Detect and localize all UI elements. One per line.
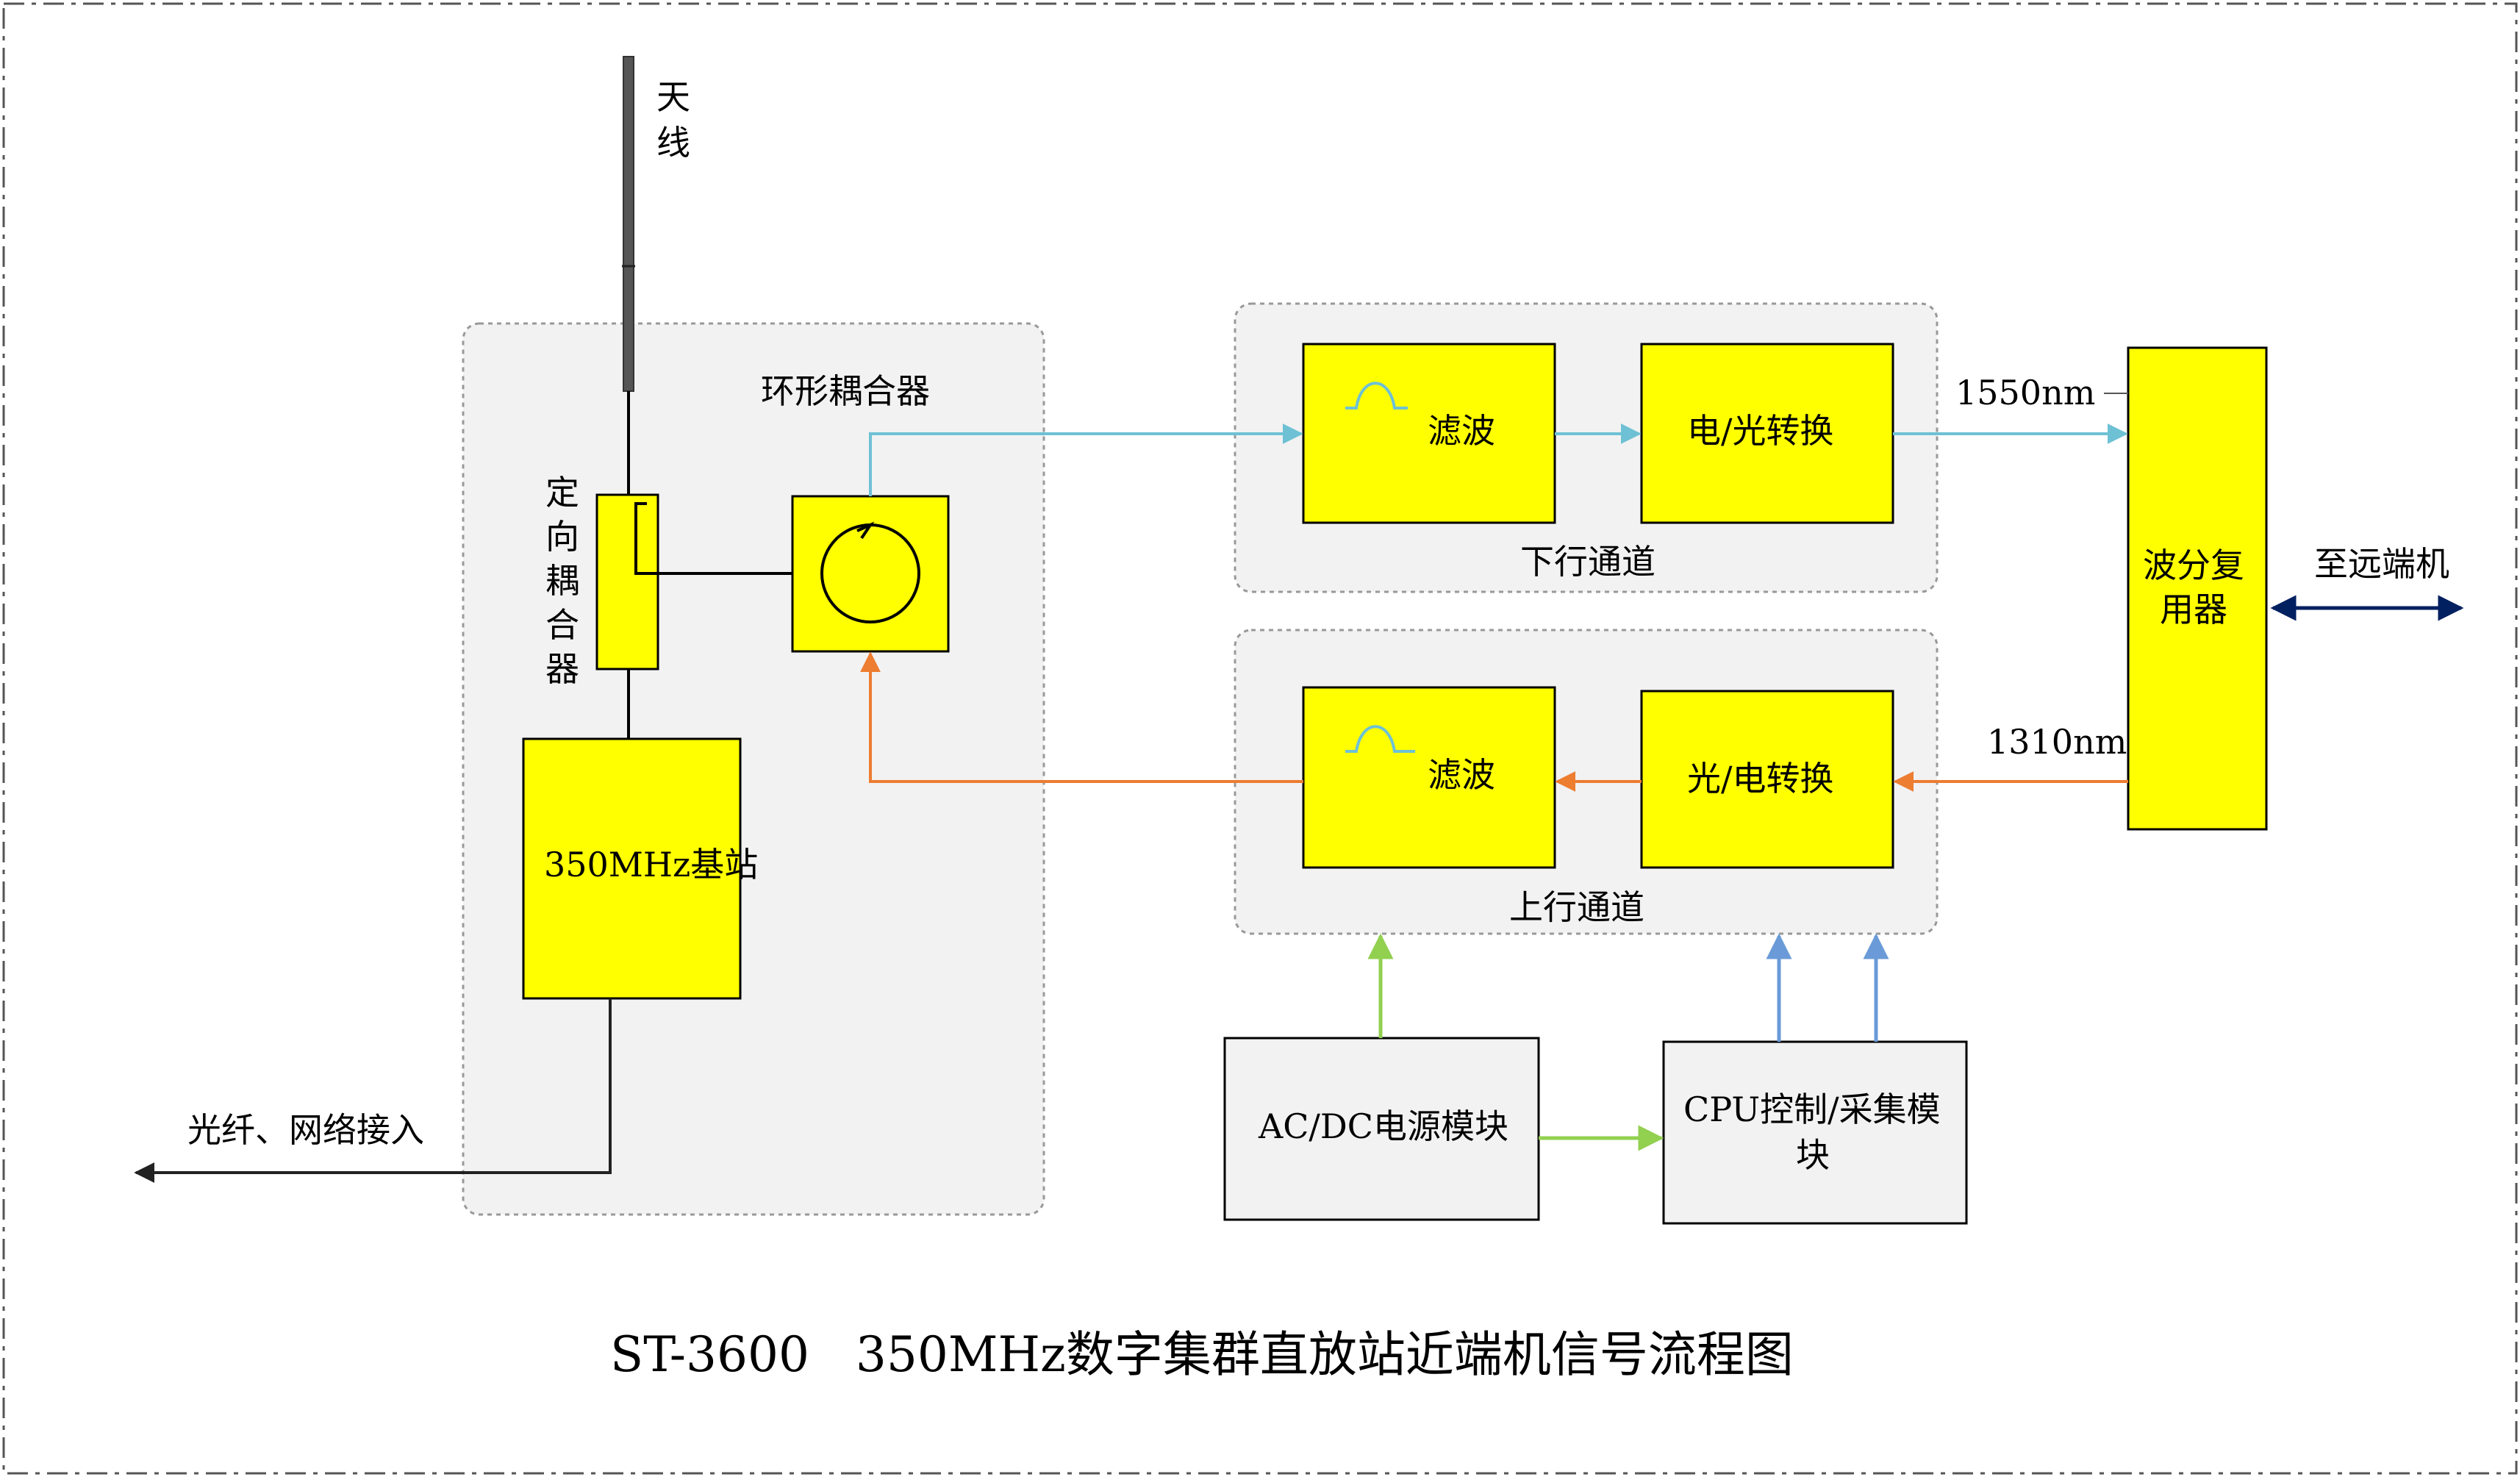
wdm-label-1: 波分复 xyxy=(2143,546,2244,585)
remote-label: 至远端机 xyxy=(2314,544,2449,584)
fiber-access-line xyxy=(134,998,612,1183)
base-station-label: 350MHz基站 xyxy=(544,845,758,884)
cpu-module-label-2: 块 xyxy=(1796,1135,1830,1175)
fiber-access-label: 光纤、网络接入 xyxy=(187,1110,424,1150)
downlink-arrow-circulator-to-filter xyxy=(869,423,1303,496)
antenna-label-1: 天 xyxy=(656,77,690,117)
directional-coupler-label-2: 向 xyxy=(545,517,579,557)
power-module-box xyxy=(1223,1037,1540,1221)
circulator-box xyxy=(791,495,950,653)
directional-coupler-label-5: 器 xyxy=(545,649,579,689)
eo-converter-box xyxy=(1640,343,1894,524)
diagram-title: ST-3600 350MHz数字集群直放站近端机信号流程图 xyxy=(610,1326,1794,1383)
base-station-box xyxy=(522,737,742,1000)
oe-converter-box xyxy=(1640,690,1894,869)
uplink-filter-icon xyxy=(1345,725,1415,753)
circulator-label: 环形耦合器 xyxy=(761,371,930,411)
antenna-label-2: 线 xyxy=(656,123,690,162)
uplink-channel-label: 上行通道 xyxy=(1509,887,1644,927)
uplink-arrow-filter-to-circulator xyxy=(860,651,1303,783)
uplink-wavelength-label: 1310nm xyxy=(1987,722,2127,762)
downlink-filter-label: 滤波 xyxy=(1428,411,1495,451)
oe-converter-label: 光/电转换 xyxy=(1687,759,1834,798)
uplink-filter-box xyxy=(1302,686,1556,869)
directional-coupler-label-3: 耦 xyxy=(545,561,579,601)
downlink-filter-box xyxy=(1302,343,1556,524)
coupler-hook xyxy=(634,502,792,575)
directional-coupler-box xyxy=(595,493,659,670)
downlink-channel-label: 下行通道 xyxy=(1520,542,1655,582)
antenna-icon xyxy=(623,56,634,392)
eo-converter-label: 电/光转换 xyxy=(1687,411,1834,451)
power-module-label: AC/DC电源模块 xyxy=(1258,1106,1508,1146)
uplink-filter-label: 滤波 xyxy=(1428,755,1495,795)
downlink-filter-icon xyxy=(1345,382,1408,410)
cpu-module-box xyxy=(1662,1040,1968,1225)
directional-coupler-label-1: 定 xyxy=(545,473,579,512)
wdm-box xyxy=(2127,346,2268,831)
directional-coupler-label-4: 合 xyxy=(545,605,579,645)
cpu-module-label-1: CPU控制/采集模 xyxy=(1683,1090,1941,1129)
circulator-arrow-icon xyxy=(856,521,875,540)
downlink-wavelength-label: 1550nm xyxy=(1955,373,2095,412)
wdm-label-2: 用器 xyxy=(2160,590,2227,629)
